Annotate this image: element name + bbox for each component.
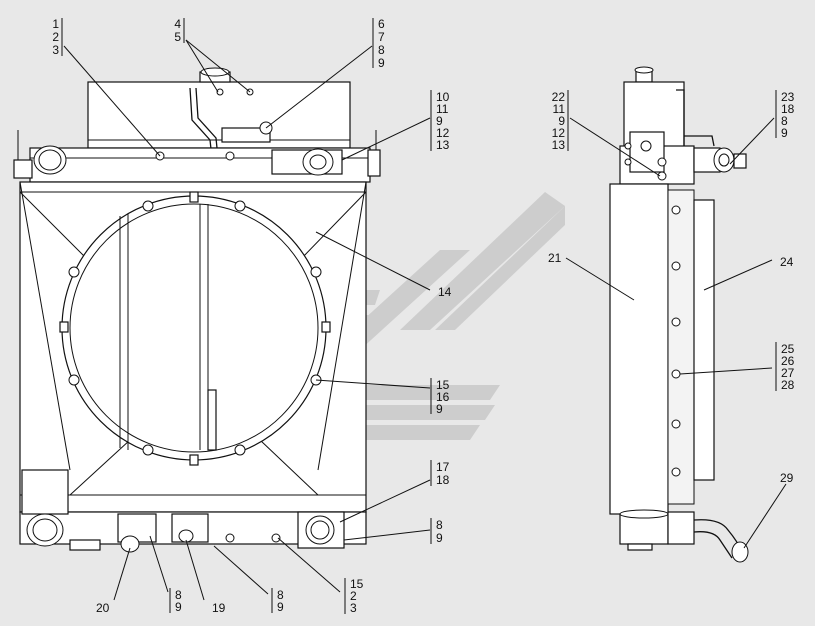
callout-24: 24 xyxy=(780,255,794,269)
callout-15-16-9: 15 16 9 xyxy=(430,378,450,416)
callout-8-9-right: 8 9 xyxy=(430,518,443,545)
callout-number: 24 xyxy=(780,255,794,269)
drain-plug-20 xyxy=(120,535,140,553)
callout-number: 10 xyxy=(436,90,450,104)
leader-lines xyxy=(63,39,787,601)
callout-number: 11 xyxy=(436,102,449,116)
callout-number: 9 xyxy=(558,114,565,128)
callout-number: 21 xyxy=(548,251,562,265)
callout-number: 26 xyxy=(781,354,795,368)
side-filler-cap xyxy=(634,66,654,74)
callout-number: 8 xyxy=(175,588,182,602)
callout-number: 9 xyxy=(175,600,182,614)
callout-17-18: 17 18 xyxy=(430,460,450,487)
callout-number: 9 xyxy=(378,56,385,70)
callout-number: 9 xyxy=(277,600,284,614)
callout-number: 20 xyxy=(96,601,110,615)
callout-10-11-9-12-13: 10 11 9 12 13 xyxy=(430,90,450,152)
callout-19: 19 xyxy=(212,601,226,615)
callout-number: 3 xyxy=(350,601,357,615)
callout-number: 4 xyxy=(174,17,181,31)
callout-8-9-bottom-right: 8 9 xyxy=(271,588,284,614)
callout-23-18-8-9: 23 18 8 9 xyxy=(775,90,795,140)
callout-number: 9 xyxy=(436,114,443,128)
callout-number: 6 xyxy=(378,17,385,31)
callout-1-2-3: 1 2 3 xyxy=(52,17,63,57)
callout-number: 1 xyxy=(52,17,59,31)
callout-number: 27 xyxy=(781,366,795,380)
callout-number: 11 xyxy=(553,102,566,116)
side-view xyxy=(609,66,749,563)
callout-number: 18 xyxy=(781,102,795,116)
fan-shroud-ring xyxy=(61,195,327,461)
side-core xyxy=(609,183,669,515)
callout-number: 17 xyxy=(436,460,450,474)
callout-number: 2 xyxy=(350,589,357,603)
callout-number: 25 xyxy=(781,342,795,356)
callout-number: 8 xyxy=(277,588,284,602)
callout-number: 13 xyxy=(436,138,450,152)
callout-6-7-8-9: 6 7 8 9 xyxy=(372,17,385,70)
callout-number: 12 xyxy=(436,126,450,140)
callout-number: 13 xyxy=(552,138,566,152)
callout-number: 8 xyxy=(781,114,788,128)
callout-20: 20 xyxy=(96,601,110,615)
callout-number: 12 xyxy=(552,126,566,140)
callout-21: 21 xyxy=(548,251,562,265)
callout-number: 2 xyxy=(52,30,59,44)
callout-15-2-3: 15 2 3 xyxy=(344,577,364,615)
callout-number: 14 xyxy=(438,285,452,299)
callout-22-11-9-12-13: 22 11 9 12 13 xyxy=(552,90,569,152)
callout-8-9-bottom-left: 8 9 xyxy=(169,588,182,614)
callout-4-5: 4 5 xyxy=(174,17,185,44)
callout-number: 29 xyxy=(780,471,794,485)
callout-29: 29 xyxy=(780,471,794,485)
callout-number: 8 xyxy=(378,43,385,57)
callout-number: 28 xyxy=(781,378,795,392)
callout-number: 18 xyxy=(436,473,450,487)
callout-number: 9 xyxy=(436,531,443,545)
callout-number: 3 xyxy=(52,43,59,57)
callout-number: 15 xyxy=(436,378,450,392)
front-view xyxy=(13,67,381,553)
callout-number: 23 xyxy=(781,90,795,104)
callout-25-26-27-28: 25 26 27 28 xyxy=(775,342,795,392)
callout-14: 14 xyxy=(438,285,452,299)
callout-number: 19 xyxy=(212,601,226,615)
callout-number: 9 xyxy=(436,402,443,416)
callout-number: 15 xyxy=(350,577,364,591)
callout-number: 8 xyxy=(436,518,443,532)
callout-number: 16 xyxy=(436,390,450,404)
callout-number: 9 xyxy=(781,126,788,140)
side-bolts xyxy=(671,205,681,477)
drain-plug-19 xyxy=(178,529,194,543)
callout-number: 7 xyxy=(378,30,385,44)
callout-number: 22 xyxy=(552,90,566,104)
callout-number: 5 xyxy=(174,30,181,44)
